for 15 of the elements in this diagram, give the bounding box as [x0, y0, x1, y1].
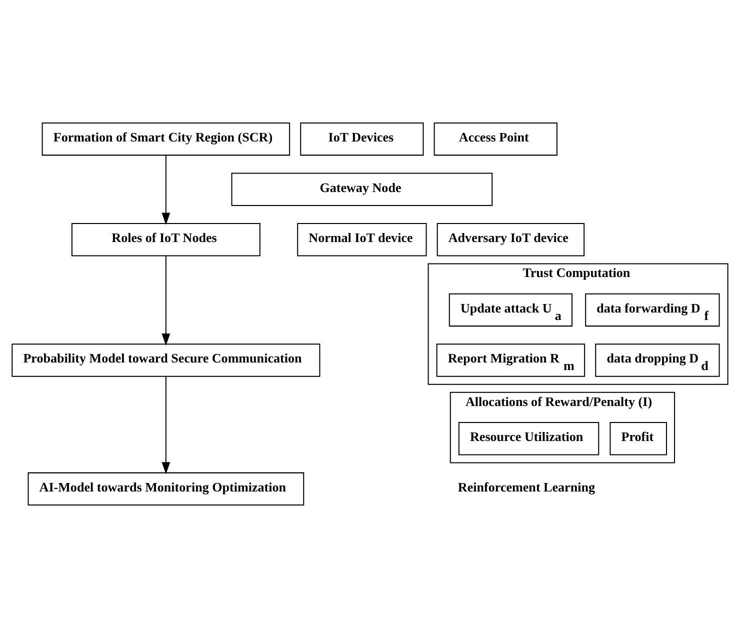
- node-box: AI-Model towards Monitoring Optimization: [28, 472, 304, 506]
- arrow: [162, 376, 170, 474]
- node-box: Access Point: [434, 122, 558, 156]
- node-box: Formation of Smart City Region (SCR): [42, 122, 290, 156]
- node-box: Profit: [610, 422, 667, 456]
- node-box: Resource Utilization: [458, 422, 600, 456]
- node-box: Adversary IoT device: [436, 223, 585, 256]
- node-box: Normal IoT device: [297, 223, 427, 256]
- node-box: Gateway Node: [231, 172, 493, 206]
- node-box: Roles of IoT Nodes: [71, 223, 260, 256]
- arrow: [162, 256, 170, 346]
- arrow: [162, 156, 170, 225]
- node-box: Probability Model toward Secure Communication: [12, 344, 320, 377]
- node-text: Reinforcement Learning: [458, 479, 596, 494]
- node-box: IoT Devices: [300, 122, 424, 156]
